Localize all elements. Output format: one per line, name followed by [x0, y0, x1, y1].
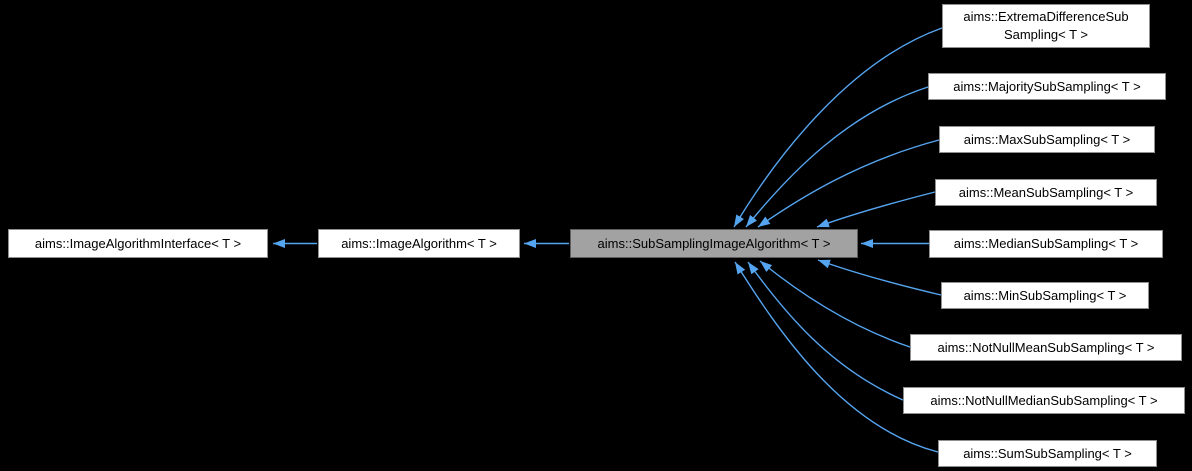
node-notnullmean-subsampling[interactable]: aims::NotNullMeanSubSampling< T >: [910, 334, 1182, 361]
edge-notnullmedian-to-subsampling: [747, 261, 904, 401]
edge-majority-to-subsampling: [745, 86, 929, 228]
edge-mean-to-subsampling: [816, 191, 936, 228]
node-image-algorithm[interactable]: aims::ImageAlgorithm< T >: [318, 229, 520, 258]
node-image-algorithm-interface[interactable]: aims::ImageAlgorithmInterface< T >: [8, 229, 268, 258]
node-subsampling-image-algorithm-focus: aims::SubSamplingImageAlgorithm< T >: [570, 229, 858, 258]
node-median-subsampling[interactable]: aims::MedianSubSampling< T >: [929, 230, 1163, 258]
node-max-subsampling[interactable]: aims::MaxSubSampling< T >: [939, 126, 1155, 153]
node-mean-subsampling[interactable]: aims::MeanSubSampling< T >: [935, 179, 1157, 206]
edge-sum-to-subsampling: [734, 261, 939, 453]
node-sum-subsampling[interactable]: aims::SumSubSampling< T >: [938, 440, 1157, 467]
edge-notnullmean-to-subsampling: [759, 260, 911, 348]
edge-max-to-subsampling: [757, 139, 940, 228]
edge-extrema-to-subsampling: [733, 27, 943, 228]
edge-min-to-subsampling: [817, 259, 942, 296]
node-extrema-difference-subsampling[interactable]: aims::ExtremaDifferenceSub Sampling< T >: [942, 4, 1150, 48]
node-notnullmedian-subsampling[interactable]: aims::NotNullMedianSubSampling< T >: [903, 387, 1185, 414]
node-majority-subsampling[interactable]: aims::MajoritySubSampling< T >: [928, 73, 1166, 100]
node-min-subsampling[interactable]: aims::MinSubSampling< T >: [941, 282, 1149, 309]
